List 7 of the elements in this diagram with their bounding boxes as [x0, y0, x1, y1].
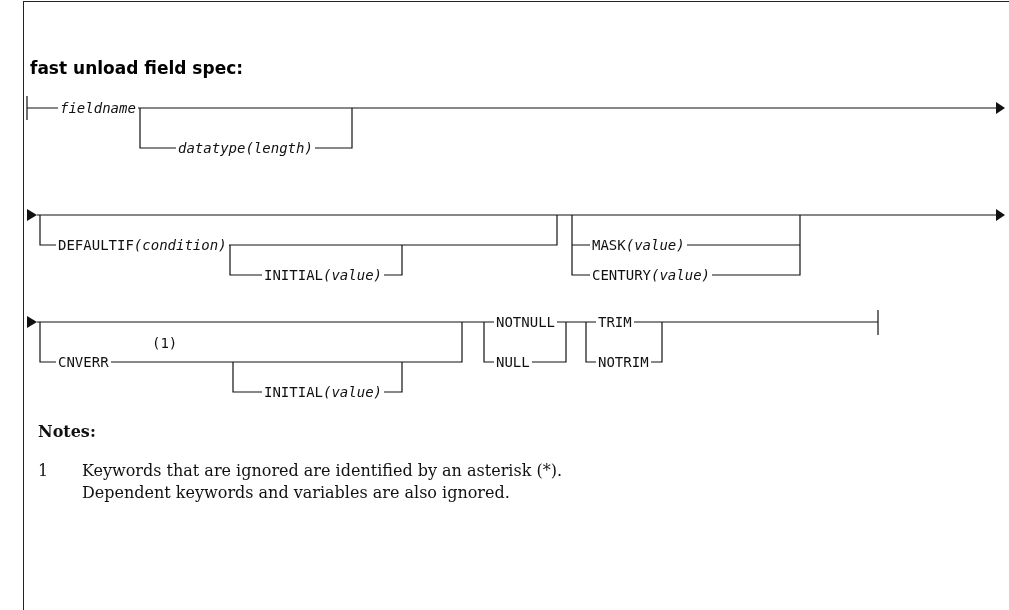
- syntax-keyword: MASK(value): [590, 236, 687, 254]
- syntax-keyword: DEFAULTIF(condition): [56, 236, 229, 254]
- syntax-keyword: CENTURY(value): [590, 266, 713, 284]
- diagram-title: fast unload field spec:: [30, 58, 244, 78]
- syntax-variable: datatype(length): [176, 139, 315, 157]
- syntax-keyword: INITIAL(value): [262, 383, 385, 401]
- syntax-keyword: INITIAL(value): [262, 266, 385, 284]
